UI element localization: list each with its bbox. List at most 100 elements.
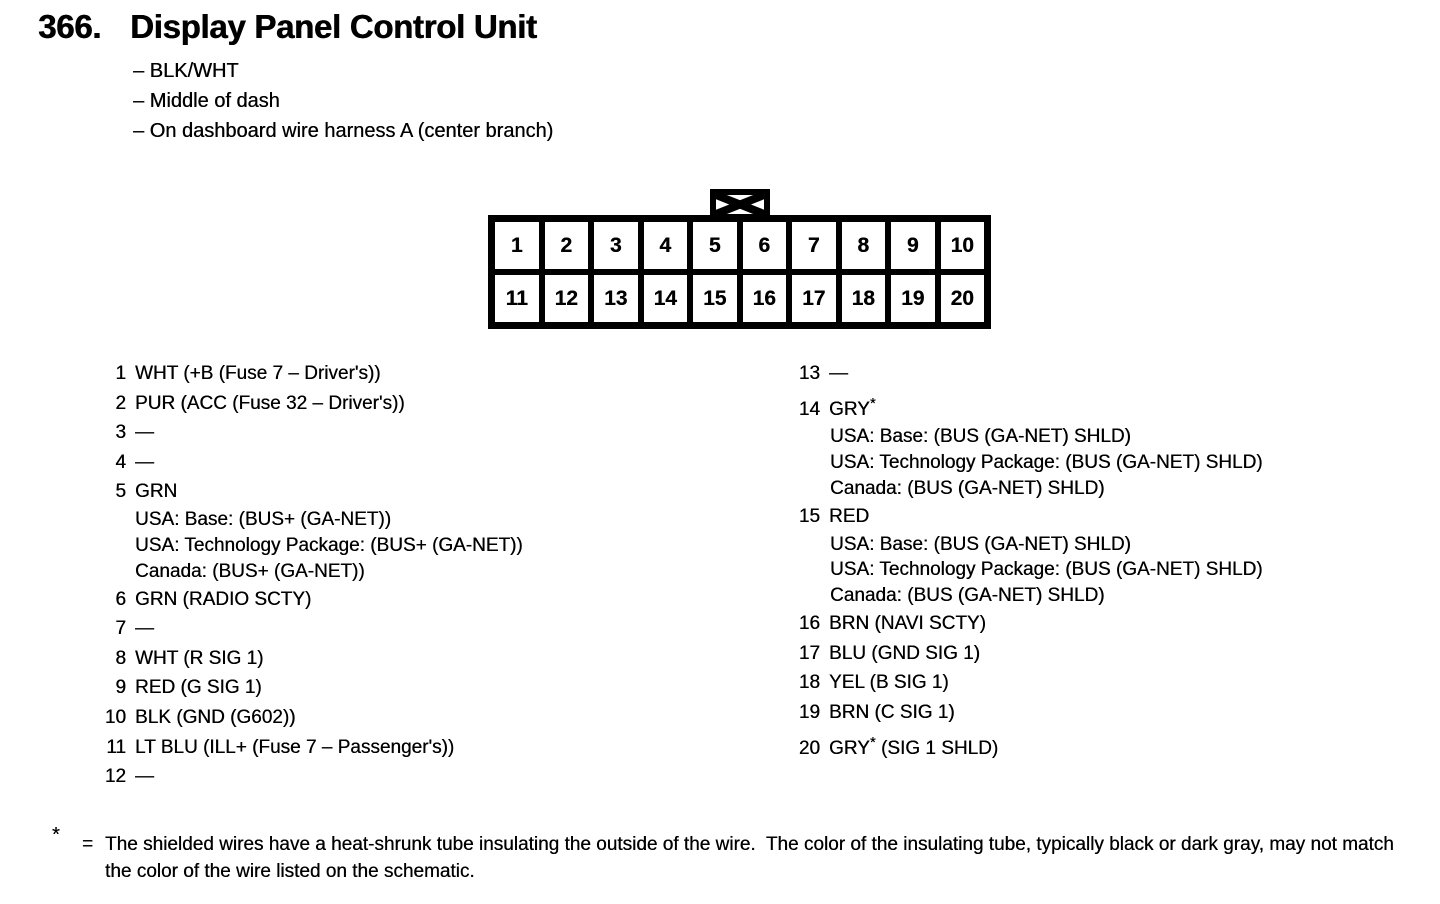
footnote-text: The shielded wires have a heat-shrunk tu…	[105, 834, 1400, 882]
pin-number: 17	[798, 642, 820, 664]
pin-number: 8	[115, 647, 126, 669]
footnote-asterisk: *	[52, 824, 60, 846]
pin-item-5: 5 GRN USA: Base: (BUS+ (GA-NET)) USA: Tec…	[98, 477, 523, 584]
pin-number: 5	[115, 481, 126, 503]
pin-number: 20	[798, 737, 820, 759]
connector-pin-cell: 15	[693, 275, 737, 322]
pin-item-10: 10 BLK (GND (G602))	[98, 703, 523, 733]
connector-keying-tab	[710, 189, 770, 220]
connector-pin-cell: 17	[792, 275, 836, 322]
connector-diagram: 1 2 3 4 5 6 7 8 9 10 11 12 13 14 15 16 1…	[488, 189, 991, 329]
connector-pin-cell: 12	[544, 275, 588, 322]
page-title: 366. Display Panel Control Unit	[38, 7, 537, 47]
pin-number: 1	[115, 363, 126, 384]
pin-number: 4	[115, 451, 126, 473]
connector-pin-cell: 7	[792, 222, 836, 269]
pin-label: —	[829, 363, 848, 384]
pin-number: 13	[798, 363, 820, 384]
footnote: * = The shielded wires have a heat-shrun…	[52, 824, 1403, 885]
pin-item-12: 12 —	[98, 762, 523, 792]
footnote-equals: =	[82, 834, 94, 855]
pin-label: YEL (B SIG 1)	[829, 672, 949, 694]
pin-number: 16	[798, 613, 820, 635]
pin-number: 14	[798, 398, 820, 420]
x-bowtie-icon	[716, 195, 764, 214]
connector-pin-cell: 2	[544, 222, 588, 269]
header-note-wire-color: – BLK/WHT	[133, 60, 239, 82]
connector-pin-cell: 5	[693, 222, 737, 269]
pin-variant-usa-tech: USA: Technology Package: (BUS (GA-NET) S…	[830, 559, 1263, 581]
connector-pin-cell: 20	[940, 275, 984, 322]
pin-label: LT BLU (ILL+ (Fuse 7 – Passenger's))	[135, 736, 455, 758]
connector-pin-cell: 9	[891, 222, 935, 269]
pin-number: 12	[104, 766, 126, 788]
pin-label: —	[135, 618, 154, 640]
pin-item-13: 13 —	[795, 359, 1263, 389]
page-title-text: Display Panel Control Unit	[130, 8, 537, 45]
pin-label: BRN (NAVI SCTY)	[829, 613, 986, 635]
connector-pin-cell: 1	[495, 222, 539, 269]
pin-label: —	[135, 766, 154, 788]
pin-number: 6	[115, 588, 126, 610]
pin-item-20: 20 GRY* (SIG 1 SHLD)	[795, 728, 1263, 764]
pin-item-16: 16 BRN (NAVI SCTY)	[795, 609, 1263, 639]
pin-number: 11	[106, 736, 126, 758]
pin-variant-usa-base: USA: Base: (BUS (GA-NET) SHLD)	[830, 533, 1131, 555]
pin-label: WHT (R SIG 1)	[135, 647, 264, 669]
pin-number: 15	[798, 505, 820, 527]
pin-item-1: 1 WHT (+B (Fuse 7 – Driver's))	[98, 359, 523, 389]
connector-pin-cell: 13	[594, 275, 638, 322]
shield-asterisk: *	[869, 394, 876, 412]
pin-item-4: 4—	[98, 448, 523, 478]
pin-item-3: 3—	[98, 418, 523, 448]
pin-variant-usa-tech: USA: Technology Package: (BUS+ (GA-NET))	[135, 534, 523, 556]
connector-pin-cell: 4	[643, 222, 687, 269]
pin-label: GRY* (SIG 1 SHLD)	[829, 733, 999, 759]
pin-number: 10	[104, 707, 126, 729]
pin-item-2: 2 PUR (ACC (Fuse 32 – Driver's))	[98, 389, 523, 419]
pin-label: —	[135, 422, 154, 444]
connector-pin-cell: 10	[940, 222, 984, 269]
connector-pin-grid: 1 2 3 4 5 6 7 8 9 10 11 12 13 14 15 16 1…	[488, 215, 991, 329]
shield-asterisk: *	[869, 733, 876, 751]
pin-label: WHT (+B (Fuse 7 – Driver's))	[135, 363, 381, 384]
pin-label: RED	[829, 505, 870, 527]
pin-label: PUR (ACC (Fuse 32 – Driver's))	[135, 392, 405, 414]
pin-label: GRN (RADIO SCTY)	[135, 588, 312, 610]
pin-item-8: 8 WHT (R SIG 1)	[98, 644, 523, 674]
pin-label: RED (G SIG 1)	[135, 677, 262, 699]
pin-label: —	[135, 451, 154, 473]
connector-pin-cell: 19	[891, 275, 935, 322]
pin-number: 19	[798, 702, 820, 723]
pin-list-right: 13 — 14 GRY* USA: Base: (BUS (GA-NET) SHLD…	[795, 359, 1263, 763]
pin-variant-canada: Canada: (BUS (GA-NET) SHLD)	[830, 585, 1105, 607]
pin-number: 3	[115, 422, 126, 444]
connector-pin-cell: 6	[742, 222, 786, 269]
connector-pin-cell: 8	[841, 222, 885, 269]
pin-item-15: 15 RED USA: Base: (BUS (GA-NET) SHLD) USA…	[795, 502, 1263, 609]
pin-variant-usa-tech: USA: Technology Package: (BUS (GA-NET) S…	[830, 452, 1263, 474]
pin-number: 18	[798, 672, 820, 694]
pin-variant-canada: Canada: (BUS (GA-NET) SHLD)	[830, 478, 1105, 499]
pin-number: 9	[115, 677, 126, 699]
pin-label: GRY*	[829, 394, 876, 420]
pin-variant-canada: Canada: (BUS+ (GA-NET))	[135, 560, 365, 582]
pin-number: 7	[115, 618, 126, 640]
pin-number: 2	[115, 392, 126, 414]
pin-item-18: 18 YEL (B SIG 1)	[795, 668, 1263, 698]
pin-item-7: 7—	[98, 614, 523, 644]
pin-label: BLK (GND (G602))	[135, 707, 296, 729]
pin-item-9: 9 RED (G SIG 1)	[98, 673, 523, 703]
pin-list-left: 1 WHT (+B (Fuse 7 – Driver's)) 2 PUR (ACC …	[98, 359, 523, 792]
header-note-location: – Middle of dash	[133, 90, 280, 112]
connector-pin-cell: 11	[495, 275, 539, 322]
pin-variant-usa-base: USA: Base: (BUS+ (GA-NET))	[135, 508, 392, 530]
pin-item-11: 11 LT BLU (ILL+ (Fuse 7 – Passenger's))	[98, 733, 523, 763]
pin-label: GRN	[135, 481, 178, 503]
header-notes: – BLK/WHT – Middle of dash – On dashboar…	[133, 56, 553, 146]
connector-pin-cell: 16	[742, 275, 786, 322]
